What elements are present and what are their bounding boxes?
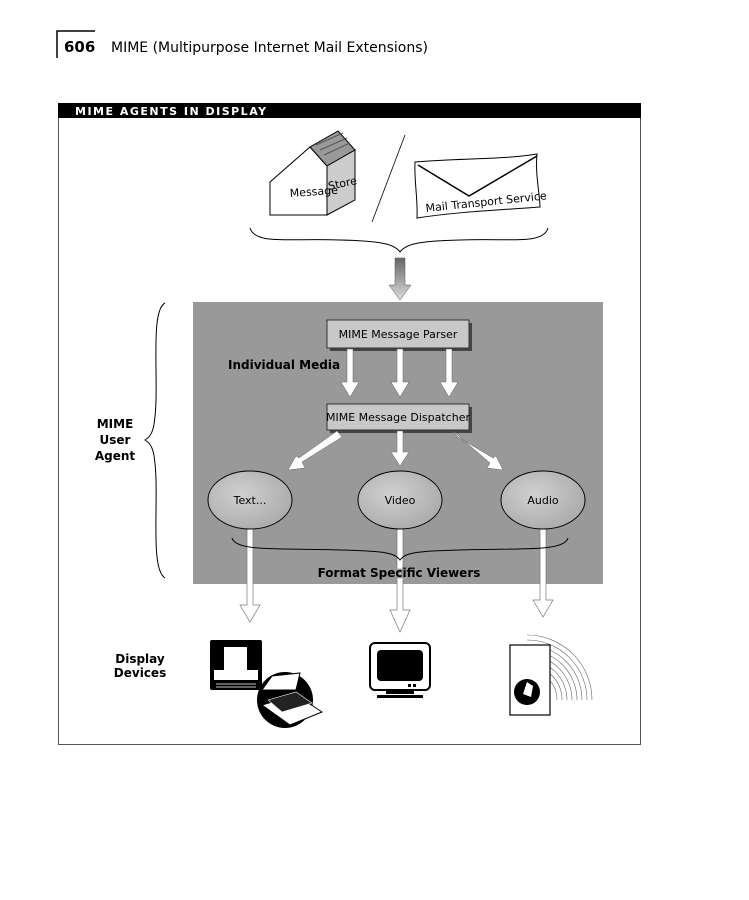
message-store-label-1: Message (289, 184, 338, 200)
mail-transport-icon: Mail Transport Service (414, 153, 547, 219)
dispatch-arrows (287, 430, 504, 471)
viewer-audio: Audio (500, 470, 586, 530)
page-header: 606 MIME (Multipurpose Internet Mail Ext… (56, 30, 428, 58)
printer-icon (210, 640, 324, 728)
svg-text:Video: Video (385, 494, 416, 507)
page-number: 606 (64, 38, 95, 56)
svg-text:MIME: MIME (97, 417, 134, 431)
format-viewers-label: Format Specific Viewers (318, 566, 481, 580)
svg-text:Devices: Devices (114, 666, 166, 680)
message-store-icon: Message Store (269, 130, 358, 216)
parser-label: MIME Message Parser (339, 328, 458, 341)
running-title: MIME (Multipurpose Internet Mail Extensi… (111, 40, 428, 56)
input-arrow (388, 257, 412, 301)
viewer-text: Text... (207, 470, 293, 530)
figure-title: MIME AGENTS IN DISPLAY (75, 105, 268, 118)
output-arrows (239, 528, 554, 633)
svg-text:Agent: Agent (95, 449, 136, 463)
parser-box (326, 319, 470, 349)
dispatcher-box (326, 403, 470, 431)
dispatcher-label: MIME Message Dispatcher (326, 411, 470, 424)
viewers-brace (231, 537, 569, 561)
speaker-icon (509, 634, 593, 716)
figure-title-bar (58, 103, 641, 118)
user-agent-label: MIME User Agent (95, 417, 136, 463)
user-agent-brace (143, 302, 166, 579)
media-arrows (340, 348, 459, 398)
svg-text:Text...: Text... (233, 494, 267, 507)
viewer-video: Video (357, 470, 443, 530)
divider-slash (371, 134, 406, 223)
svg-text:Audio: Audio (527, 494, 559, 507)
sources-brace (249, 227, 549, 253)
svg-text:Display: Display (115, 652, 165, 666)
header-rule (56, 30, 95, 58)
message-store-label-2: Store (327, 174, 358, 193)
individual-media-label: Individual Media (228, 358, 340, 372)
svg-text:User: User (100, 433, 131, 447)
monitor-icon (369, 642, 431, 698)
display-devices-label: Display Devices (114, 652, 166, 680)
